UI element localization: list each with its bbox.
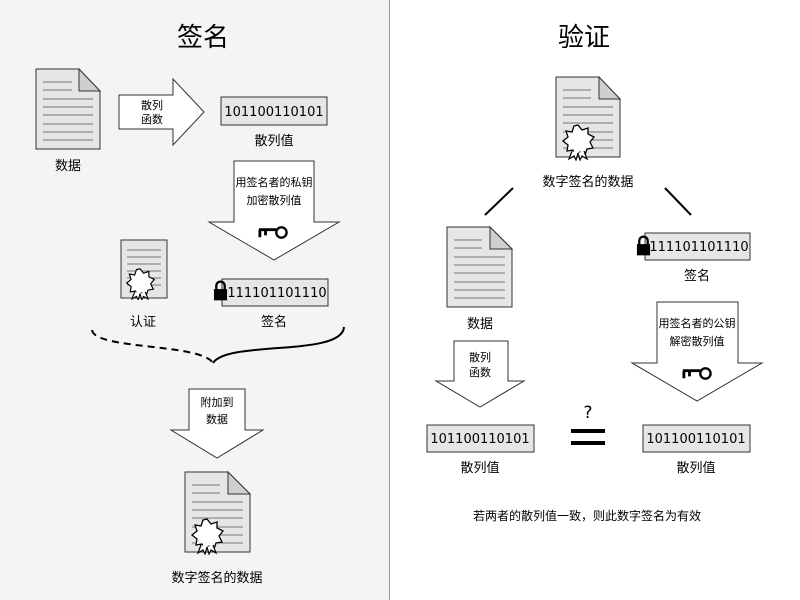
split-line-right (664, 187, 692, 216)
lock-icon-right (636, 235, 651, 256)
decrypt-arrow (630, 301, 764, 402)
signature-box-right (644, 232, 751, 261)
hash-arrow-right-label-2: 函数 (469, 366, 491, 379)
brace-dashed (91, 329, 214, 364)
decrypt-label-2: 解密散列值 (670, 334, 725, 348)
attach-arrow (169, 388, 265, 459)
hash-arrow-right-label-1: 散列 (469, 350, 491, 364)
hash-arrow-label-2: 函数 (141, 113, 163, 126)
signed-data-label: 数字签名的数据 (171, 570, 262, 586)
split-line-left (484, 187, 514, 216)
conclusion-text: 若两者的散列值一致，则此数字签名为有效 (473, 508, 701, 523)
decrypted-hash-label: 散列值 (676, 460, 715, 476)
certificate-label: 认证 (130, 315, 156, 330)
brace-solid (212, 326, 345, 364)
computed-hash-value: 101100110101 (430, 432, 529, 447)
signature-value: 111101101110 (227, 286, 326, 301)
signature-box (221, 278, 329, 307)
hash-function-arrow-right (434, 340, 526, 408)
lock-icon (213, 280, 228, 301)
decrypt-label-1: 用签名者的公钥 (659, 316, 736, 330)
signature-label-right: 签名 (684, 268, 710, 284)
encrypt-label-1: 用签名者的私钥 (236, 175, 313, 189)
equals-bar-bottom (571, 441, 605, 445)
data-document-icon (35, 67, 102, 150)
encrypt-arrow (207, 160, 341, 261)
data-document-icon-right (446, 225, 514, 308)
decrypted-hash-box (642, 424, 751, 453)
attach-label-2: 数据 (206, 412, 228, 426)
hash-arrow-label-1: 散列 (141, 98, 163, 112)
signing-title: 签名 (177, 23, 229, 53)
question-mark: ? (583, 403, 592, 423)
signed-document-icon-right (555, 75, 622, 161)
computed-hash-box (426, 424, 535, 453)
verification-title: 验证 (558, 23, 610, 53)
signed-data-label-right: 数字签名的数据 (542, 174, 633, 190)
data-label: 数据 (55, 159, 81, 174)
hash-value: 101100110101 (224, 105, 323, 120)
equals-bar-top (571, 429, 605, 433)
hash-value-box (220, 96, 328, 126)
encrypt-label-2: 加密散列值 (247, 193, 302, 207)
decrypted-hash-value: 101100110101 (646, 432, 745, 447)
data-label-right: 数据 (467, 317, 493, 332)
hash-function-arrow (118, 77, 205, 147)
attach-label-1: 附加到 (201, 395, 234, 409)
signature-value-right: 111101101110 (649, 240, 748, 255)
signature-label: 签名 (261, 314, 287, 330)
hash-value-label: 散列值 (254, 133, 293, 149)
certificate-icon (120, 239, 168, 300)
signed-document-icon (184, 470, 252, 555)
computed-hash-label: 散列值 (460, 460, 499, 476)
